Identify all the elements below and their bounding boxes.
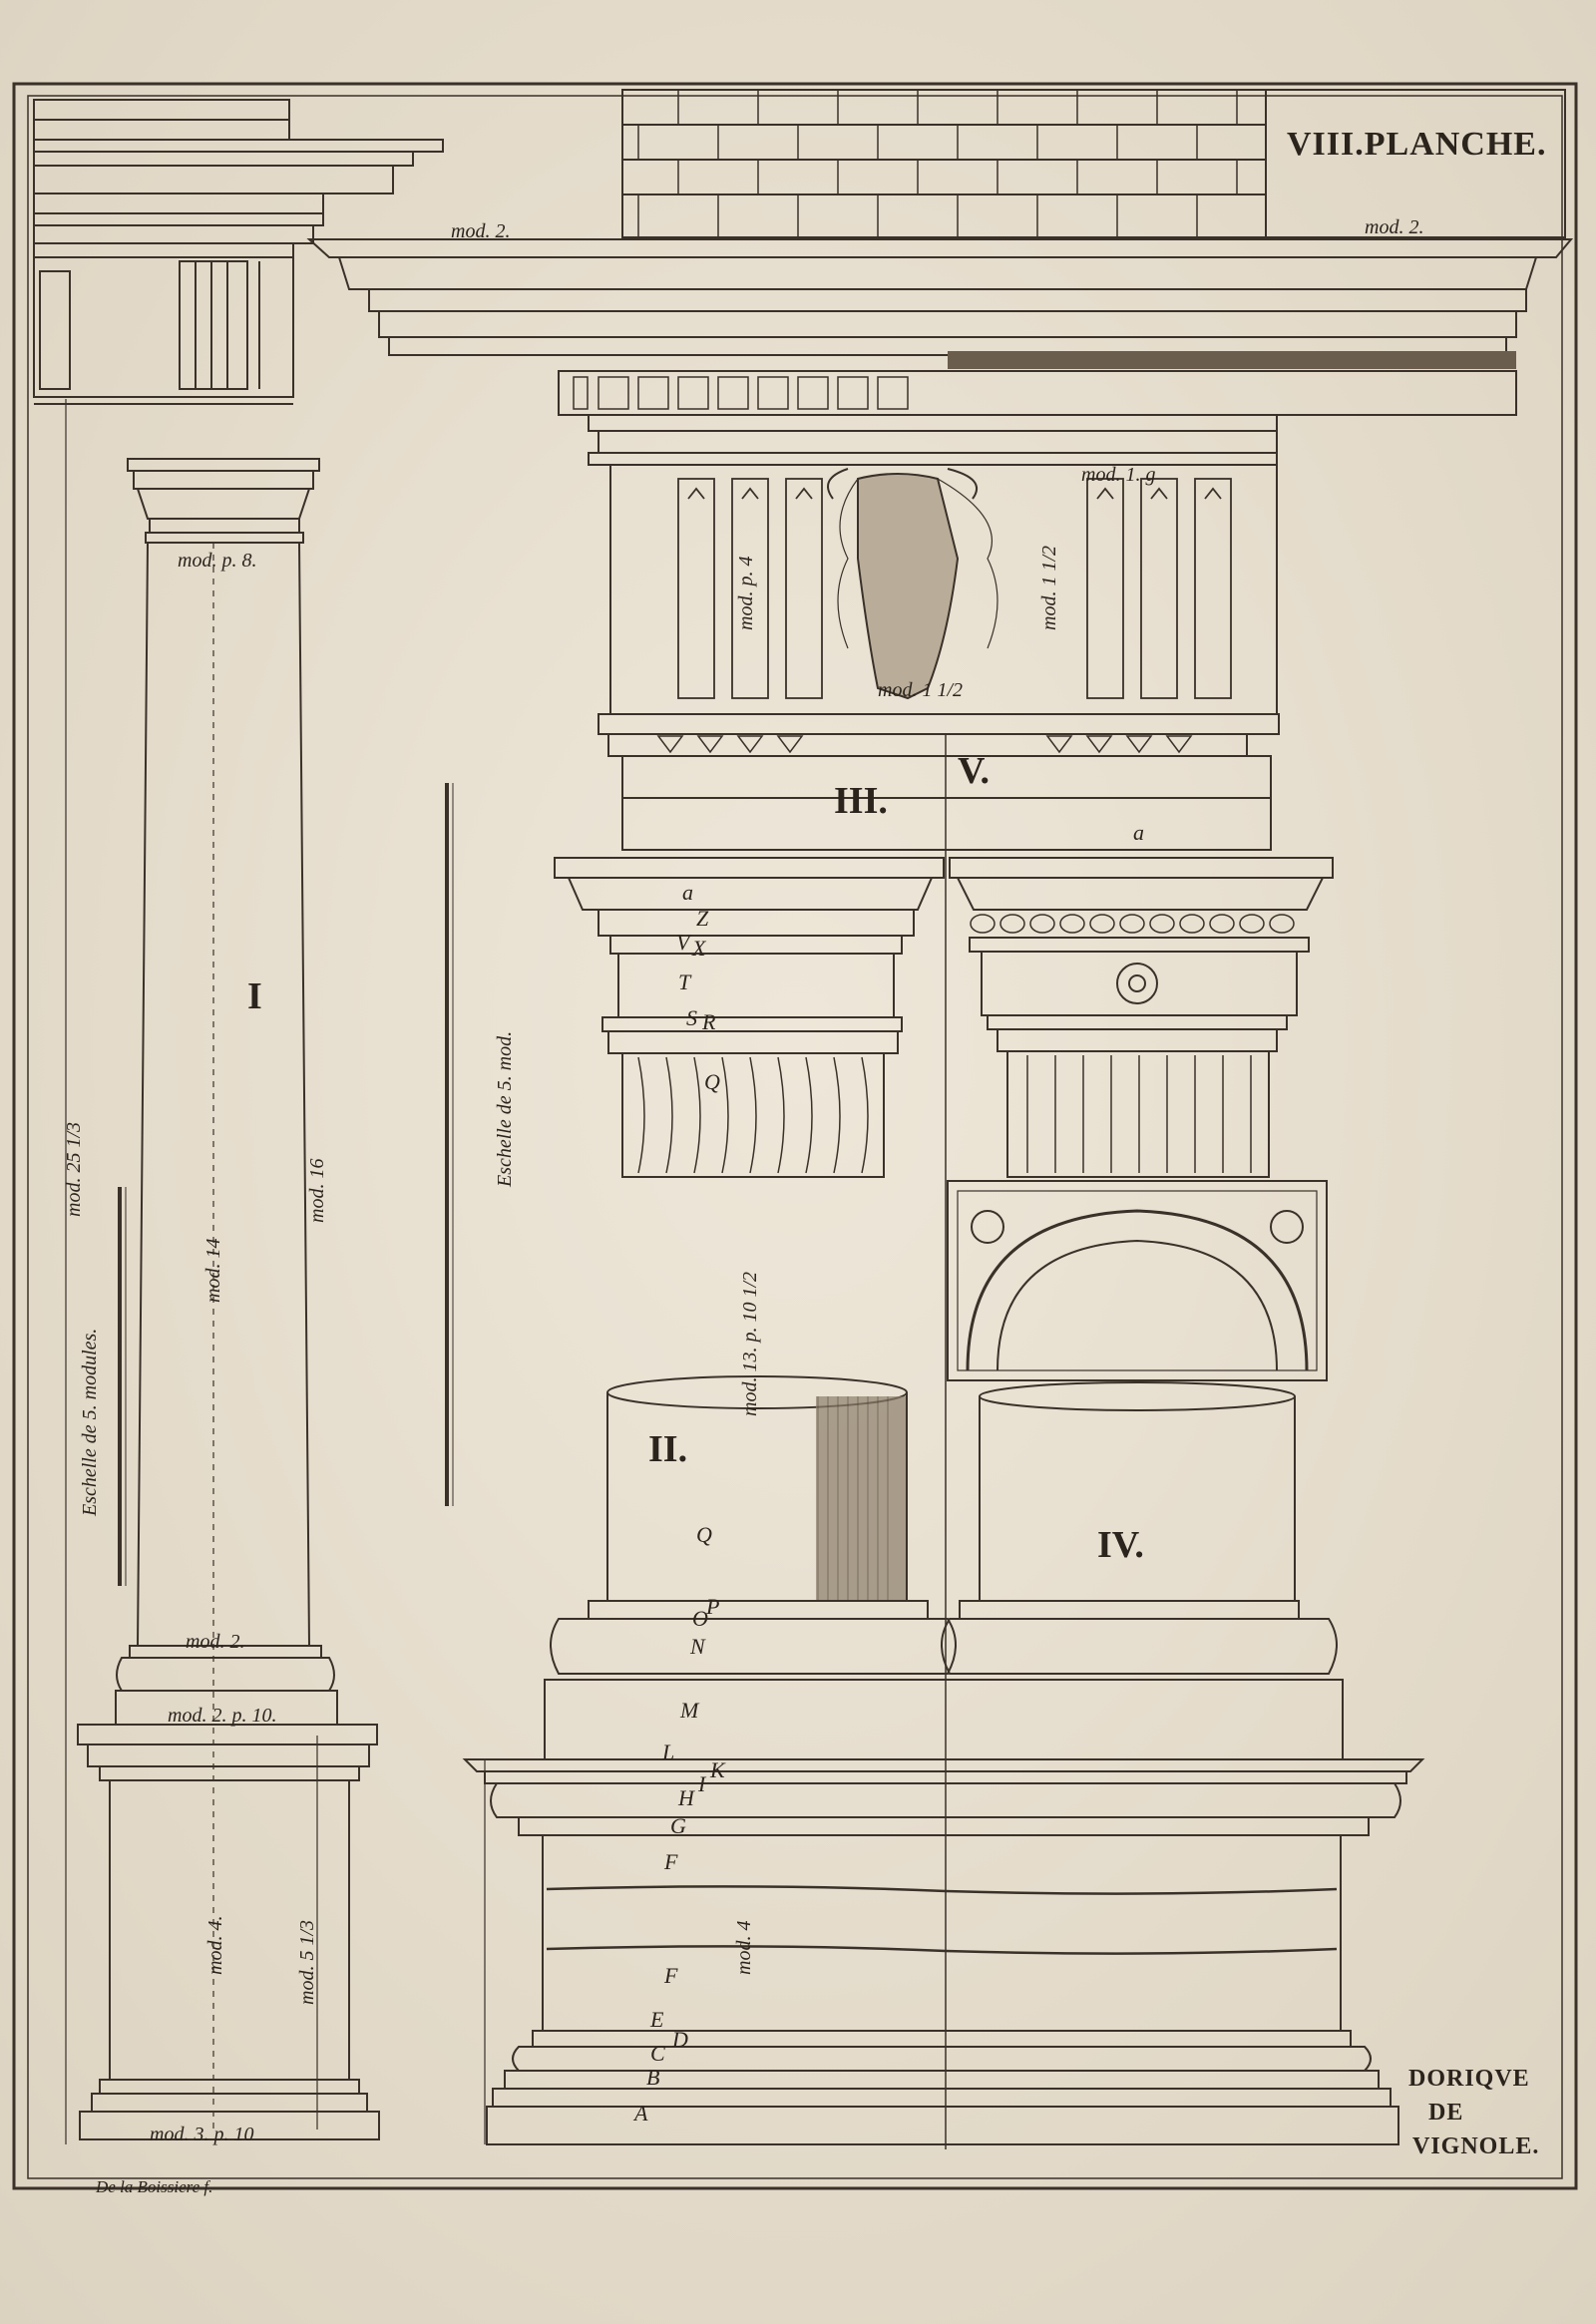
- order-title-line-2: DE: [1428, 2100, 1464, 2126]
- frieze: [598, 464, 1280, 2149]
- pedestal-dim-foot: mod. 3. p. 10: [150, 2124, 254, 2145]
- pedestal-letter-g: G: [670, 1813, 686, 1838]
- pedestal-letter-c: C: [650, 2041, 665, 2066]
- entablature-dim-metope: mod. 1 1/2: [878, 679, 963, 701]
- pedestal-letter-e: E: [650, 2007, 664, 2032]
- capital-five: [949, 857, 1334, 1178]
- pedestal-letter-l: L: [662, 1740, 675, 1764]
- pedestal-letter-k: K: [710, 1757, 725, 1782]
- capital-letter-s: S: [686, 1005, 697, 1030]
- small-entablature: [33, 99, 444, 405]
- pedestal-letter-b: B: [646, 2065, 660, 2090]
- architrave-letter-a: a: [1133, 820, 1144, 845]
- capital-letter-x: X: [692, 936, 706, 961]
- soffit-panel: [947, 1180, 1328, 1381]
- pedestal-letter-h: H: [678, 1785, 694, 1810]
- figure-number-four: IV.: [1097, 1524, 1144, 1566]
- rosette-icon: [1116, 963, 1158, 1004]
- pedestal-dim-total: mod. 5 1/3: [296, 1920, 318, 2005]
- column-dim-shaft: mod. 14: [202, 1238, 224, 1303]
- pedestal-letter-a: A: [634, 2101, 648, 2126]
- base-two: [550, 1375, 957, 1675]
- pedestal-letter-n: N: [690, 1634, 705, 1659]
- column-dim-base: mod. 2.: [186, 1631, 245, 1653]
- left-scale-label: Eschelle de 5. modules.: [79, 1328, 101, 1516]
- entablature-dim-module: mod. p. 4: [735, 556, 757, 630]
- column-dim-capital: mod. p. 8.: [178, 550, 257, 572]
- pedestal-dim-die: mod. 4.: [204, 1915, 226, 1975]
- column-dim-plinth: mod. 2. p. 10.: [168, 1705, 277, 1727]
- pedestal-dim-mod: mod. 4: [733, 1920, 755, 1975]
- plate-title: VIII.PLANCHE.: [1287, 126, 1547, 163]
- shaft-dim: mod. 13. p. 10 1/2: [739, 1272, 761, 1416]
- entablature-dim-frieze: mod. 1. g: [1081, 464, 1156, 486]
- main-cornice: [306, 238, 1574, 466]
- pedestal-letter-f-upper: F: [664, 1849, 678, 1874]
- entablature-dim-right: mod. 2.: [1365, 216, 1424, 238]
- figure-number-five: V.: [958, 750, 991, 792]
- capital-letter-q: Q: [704, 1069, 720, 1094]
- base-letter-q: Q: [696, 1522, 712, 1547]
- pedestal-letter-d: D: [672, 2027, 688, 2052]
- entablature-dim-left: mod. 2.: [451, 220, 511, 242]
- figure-number-two: II.: [648, 1428, 688, 1470]
- capital-letter-a: a: [682, 880, 693, 905]
- capital-letter-v: V: [676, 930, 690, 955]
- pedestal-letter-i: I: [698, 1771, 706, 1796]
- column-dim-height: mod. 16: [306, 1158, 328, 1223]
- capital-letter-z: Z: [696, 906, 709, 931]
- order-title-line-1: DORIQVE: [1408, 2066, 1530, 2092]
- figure-number-three: III.: [834, 780, 888, 822]
- pedestal-letter-p: P: [706, 1594, 720, 1619]
- right-scale-label: Eschelle de 5. mod.: [494, 1030, 516, 1187]
- base-four: [941, 1381, 1338, 1675]
- entablature-dim-triglyph: mod. 1 1/2: [1038, 546, 1060, 630]
- pedestal-letter-o: O: [692, 1606, 708, 1631]
- bucranium: [857, 473, 960, 700]
- pedestal-letter-m: M: [680, 1698, 699, 1723]
- column-dim-total: mod. 25 1/3: [63, 1122, 85, 1217]
- column-one: [65, 399, 380, 2144]
- engraver-signature: De la Boissiere f.: [96, 2177, 213, 2196]
- pedestal-letter-f-lower: F: [664, 1963, 678, 1988]
- capital-three: [554, 857, 945, 1178]
- figure-number-one: I: [247, 975, 262, 1017]
- pedestal: [462, 1679, 1425, 2145]
- plate-border: [12, 82, 1578, 2190]
- left-scale-bar: [118, 1187, 127, 1586]
- capital-letter-r: R: [702, 1009, 716, 1034]
- order-title-line-3: VIGNOLE.: [1412, 2133, 1540, 2159]
- right-scale-bar: [445, 783, 454, 1506]
- capital-letter-t: T: [678, 969, 691, 994]
- brick-wall: [621, 89, 1566, 238]
